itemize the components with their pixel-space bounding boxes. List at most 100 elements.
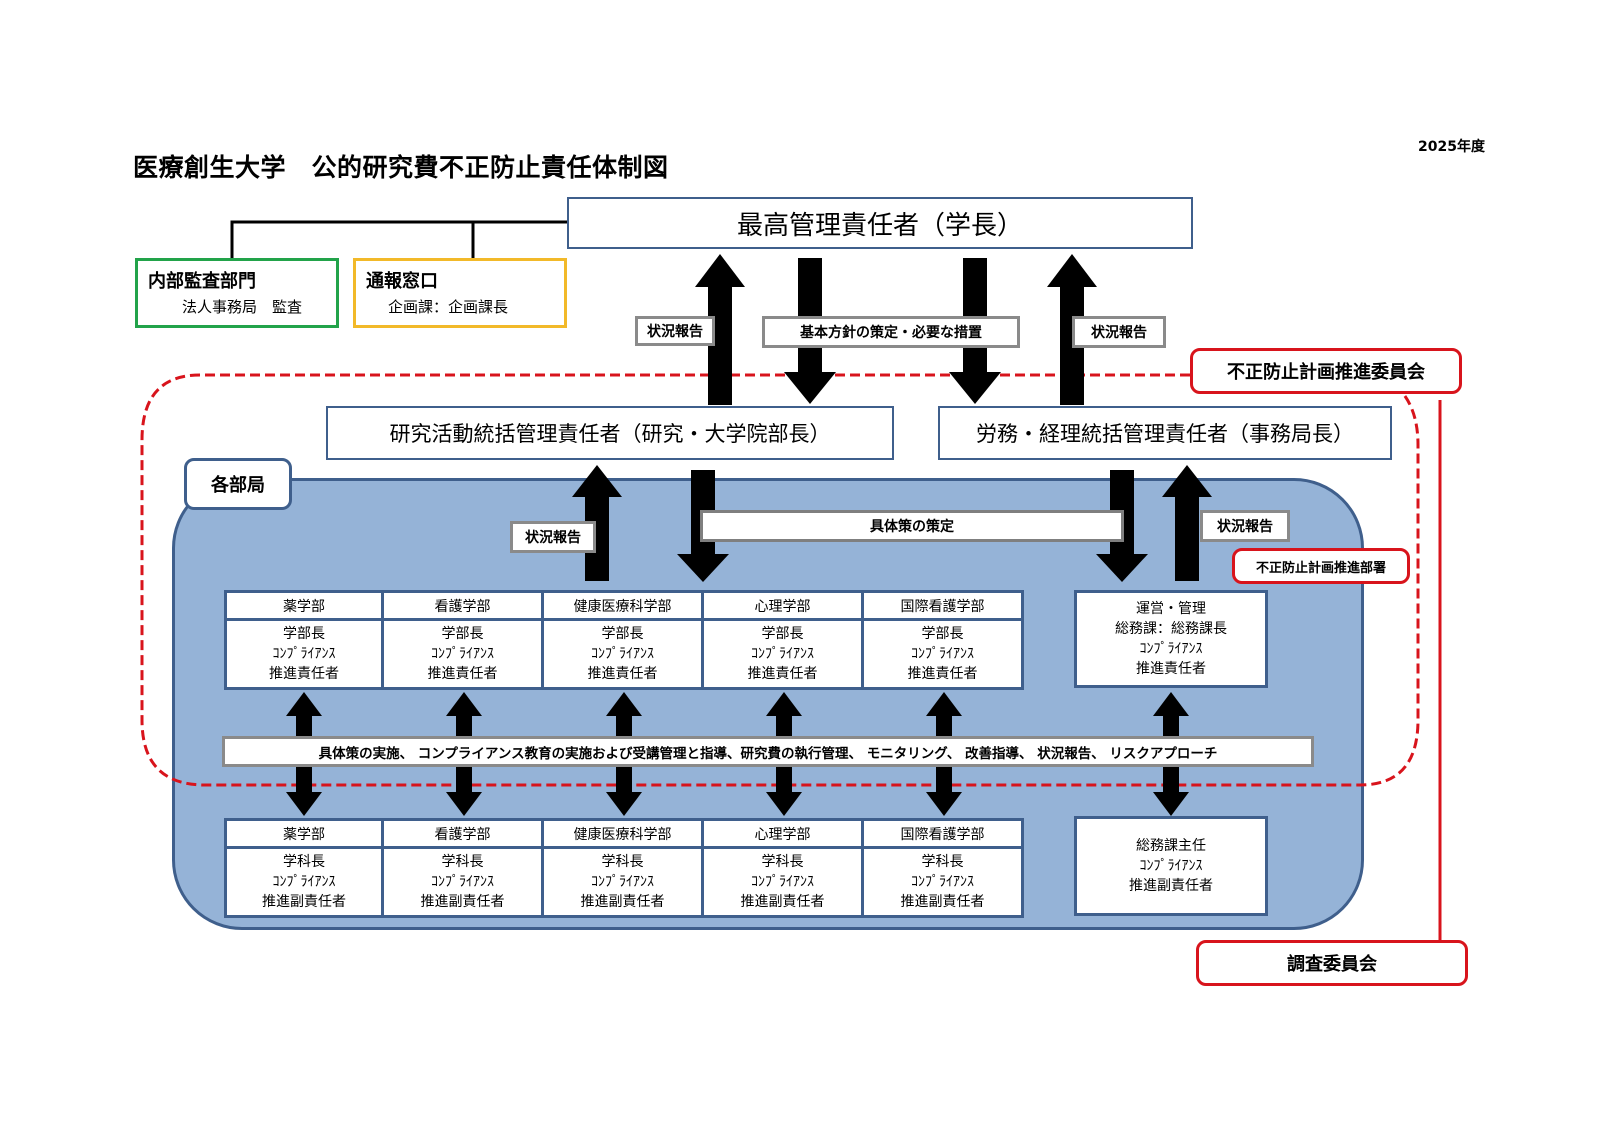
- faculty-name: 薬学部: [227, 593, 381, 621]
- arrow-down-icon: [784, 258, 836, 404]
- admin-lower-box: 総務課主任 ｺﾝﾌﾟﾗｲｱﾝｽ 推進副責任者: [1074, 816, 1268, 916]
- chief-manager-label: 最高管理責任者（学長）: [736, 210, 1023, 241]
- admin-lower-line: ｺﾝﾌﾟﾗｲｱﾝｽ: [1139, 858, 1203, 874]
- faculty-role-line: ｺﾝﾌﾟﾗｲｱﾝｽ: [431, 874, 494, 890]
- faculty-role-line: 推進責任者: [269, 666, 339, 682]
- faculty-role-line: 学科長: [283, 854, 325, 870]
- internal-audit-sub: 法人事務局 監査: [182, 298, 303, 316]
- departments-tab: 各部局: [184, 458, 292, 510]
- faculty-role-line: ｺﾝﾌﾟﾗｲｱﾝｽ: [591, 874, 654, 890]
- admin-lower-line: 総務課主任: [1136, 838, 1206, 854]
- arrow-down-icon: [949, 258, 1001, 404]
- faculty-role-line: 推進責任者: [587, 666, 658, 682]
- faculty-cell: 心理学部学部長ｺﾝﾌﾟﾗｲｱﾝｽ推進責任者: [704, 590, 864, 690]
- prevention-committee-box: 不正防止計画推進委員会: [1190, 348, 1462, 394]
- page-title: 医療創生大学 公的研究費不正防止責任体制図: [133, 153, 669, 182]
- fiscal-year: 2025年度: [1418, 139, 1485, 155]
- arrow-up-icon: [1162, 465, 1212, 581]
- faculty-role-line: 学部長: [601, 626, 644, 642]
- admin-manager-label: 労務・経理統括管理責任者（事務局長）: [976, 422, 1354, 446]
- faculty-role-line: 推進副責任者: [580, 894, 665, 910]
- faculty-role-line: 学科長: [601, 854, 644, 870]
- faculty-role-line: 推進副責任者: [740, 894, 825, 910]
- faculty-role: 学科長 ｺﾝﾌﾟﾗｲｱﾝｽ 推進副責任者: [864, 849, 1021, 915]
- faculty-cell: 看護学部学部長 ｺﾝﾌﾟﾗｲｱﾝｽ 推進責任者: [384, 590, 544, 690]
- faculty-name: 国際看護学部: [864, 821, 1021, 849]
- faculty-role-line: 推進副責任者: [420, 894, 505, 910]
- faculty-role-line: ｺﾝﾌﾟﾗｲｱﾝｽ: [751, 874, 814, 890]
- faculty-cell: 国際看護学部学科長 ｺﾝﾌﾟﾗｲｱﾝｽ 推進副責任者: [864, 818, 1024, 918]
- faculty-name: 看護学部: [384, 821, 541, 849]
- faculty-cell: 健康医療科学部学部長 ｺﾝﾌﾟﾗｲｱﾝｽ 推進責任者: [544, 590, 704, 690]
- status-report-label: 状況報告: [1200, 510, 1290, 542]
- faculty-cell: 薬学部学部長 ｺﾝﾌﾟﾗｲｱﾝｽ 推進責任者: [224, 590, 384, 690]
- arrow-up-icon: [572, 465, 622, 581]
- admin-upper-line: 推進責任者: [1136, 661, 1206, 677]
- admin-upper-box: 運営・管理 総務課：総務課長 ｺﾝﾌﾟﾗｲｱﾝｽ 推進責任者: [1074, 590, 1268, 688]
- faculty-role-line: 学部長: [921, 626, 964, 642]
- faculty-name: 国際看護学部: [864, 593, 1021, 621]
- faculty-role-line: 学部長: [283, 626, 325, 642]
- faculty-name: 看護学部: [384, 593, 541, 621]
- admin-upper-line: ｺﾝﾌﾟﾗｲｱﾝｽ: [1139, 641, 1203, 657]
- status-report-label: 状況報告: [1072, 316, 1166, 348]
- faculty-role: 学部長 ｺﾝﾌﾟﾗｲｱﾝｽ 推進責任者: [384, 621, 541, 687]
- faculty-role-line: 学科長: [441, 854, 484, 870]
- promotion-dept-box: 不正防止計画推進部署: [1232, 548, 1410, 584]
- faculty-role-line: 学部長: [441, 626, 484, 642]
- internal-audit-heading: 内部監査部門: [148, 271, 256, 292]
- prevention-committee-label: 不正防止計画推進委員会: [1227, 362, 1425, 383]
- investigation-committee-box: 調査委員会: [1196, 940, 1468, 986]
- faculty-role-line: 推進責任者: [427, 666, 498, 682]
- committee-boundary: [140, 373, 1420, 787]
- faculty-role: 学部長ｺﾝﾌﾟﾗｲｱﾝｽ推進責任者: [704, 621, 861, 687]
- faculty-role-line: 学部長: [761, 626, 804, 642]
- status-report-label: 状況報告: [635, 316, 715, 346]
- faculty-role-line: ｺﾝﾌﾟﾗｲｱﾝｽ: [272, 874, 336, 890]
- measures-label: 具体策の策定: [700, 510, 1124, 542]
- faculty-name: 心理学部: [704, 593, 861, 621]
- promotion-dept-label: 不正防止計画推進部署: [1255, 560, 1386, 576]
- faculty-role: 学科長ｺﾝﾌﾟﾗｲｱﾝｽ推進副責任者: [227, 849, 381, 915]
- faculty-role-line: ｺﾝﾌﾟﾗｲｱﾝｽ: [431, 646, 494, 662]
- admin-upper-line: 運営・管理: [1136, 601, 1206, 617]
- hotline-box: 通報窓口 企画課：企画課長: [353, 258, 567, 328]
- faculty-role-line: ｺﾝﾌﾟﾗｲｱﾝｽ: [591, 646, 654, 662]
- faculty-role: 学科長 ｺﾝﾌﾟﾗｲｱﾝｽ 推進副責任者: [544, 849, 701, 915]
- faculty-cell: 心理学部学科長ｺﾝﾌﾟﾗｲｱﾝｽ推進副責任者: [704, 818, 864, 918]
- faculty-row-upper: 薬学部学部長 ｺﾝﾌﾟﾗｲｱﾝｽ 推進責任者 看護学部学部長 ｺﾝﾌﾟﾗｲｱﾝｽ 推進責任…: [224, 590, 1024, 690]
- faculty-role: 学部長 ｺﾝﾌﾟﾗｲｱﾝｽ 推進責任者: [544, 621, 701, 687]
- hotline-heading: 通報窓口: [366, 271, 438, 292]
- faculty-role: 学部長 ｺﾝﾌﾟﾗｲｱﾝｽ 推進責任者: [227, 621, 381, 687]
- investigation-committee-label: 調査委員会: [1287, 954, 1377, 975]
- policy-label: 基本方針の策定・必要な措置: [762, 316, 1020, 348]
- chief-manager-box: 最高管理責任者（学長）: [567, 197, 1193, 249]
- faculty-name: 薬学部: [227, 821, 381, 849]
- implementation-label: 具体策の実施、 コンプライアンス教育の実施および受講管理と指導、研究費の執行管理…: [222, 736, 1314, 767]
- departments-label: 各部局: [211, 475, 265, 496]
- faculty-role-line: 推進責任者: [907, 666, 978, 682]
- admin-manager-box: 労務・経理統括管理責任者（事務局長）: [938, 406, 1392, 460]
- connector-line: [230, 220, 567, 258]
- faculty-name: 健康医療科学部: [544, 593, 701, 621]
- research-manager-box: 研究活動統括管理責任者（研究・大学院部長）: [326, 406, 894, 460]
- faculty-cell: 看護学部学科長 ｺﾝﾌﾟﾗｲｱﾝｽ 推進副責任者: [384, 818, 544, 918]
- double-arrow-icon: [766, 692, 802, 816]
- faculty-role-line: 学科長: [921, 854, 964, 870]
- research-manager-label: 研究活動統括管理責任者（研究・大学院部長）: [389, 422, 831, 446]
- hotline-sub: 企画課：企画課長: [388, 298, 509, 316]
- committee-connector: [1438, 400, 1448, 980]
- faculty-role: 学科長 ｺﾝﾌﾟﾗｲｱﾝｽ 推進副責任者: [384, 849, 541, 915]
- faculty-role-line: ｺﾝﾌﾟﾗｲｱﾝｽ: [911, 874, 974, 890]
- faculty-role-line: 推進副責任者: [900, 894, 985, 910]
- faculty-role-line: ｺﾝﾌﾟﾗｲｱﾝｽ: [751, 646, 814, 662]
- admin-upper-line: 総務課：総務課長: [1115, 621, 1227, 637]
- faculty-cell: 健康医療科学部学科長ｺﾝﾌﾟﾗｲｱﾝｽ推進副責任者: [544, 818, 704, 918]
- faculty-row-lower: 薬学部学科長 ｺﾝﾌﾟﾗｲｱﾝｽ 推進副責任者 看護学部学科長 ｺﾝﾌﾟﾗｲｱﾝｽ 推進副…: [224, 818, 1024, 918]
- faculty-role-line: ｺﾝﾌﾟﾗｲｱﾝｽ: [911, 646, 974, 662]
- faculty-role-line: ｺﾝﾌﾟﾗｲｱﾝｽ: [272, 646, 336, 662]
- internal-audit-box: 内部監査部門 法人事務局 監査: [135, 258, 339, 328]
- faculty-role: 学科長ｺﾝﾌﾟﾗｲｱﾝｽ推進副責任者: [704, 849, 861, 915]
- admin-lower-line: 推進副責任者: [1129, 878, 1213, 894]
- faculty-role: 学部長 ｺﾝﾌﾟﾗｲｱﾝｽ 推進責任者: [864, 621, 1021, 687]
